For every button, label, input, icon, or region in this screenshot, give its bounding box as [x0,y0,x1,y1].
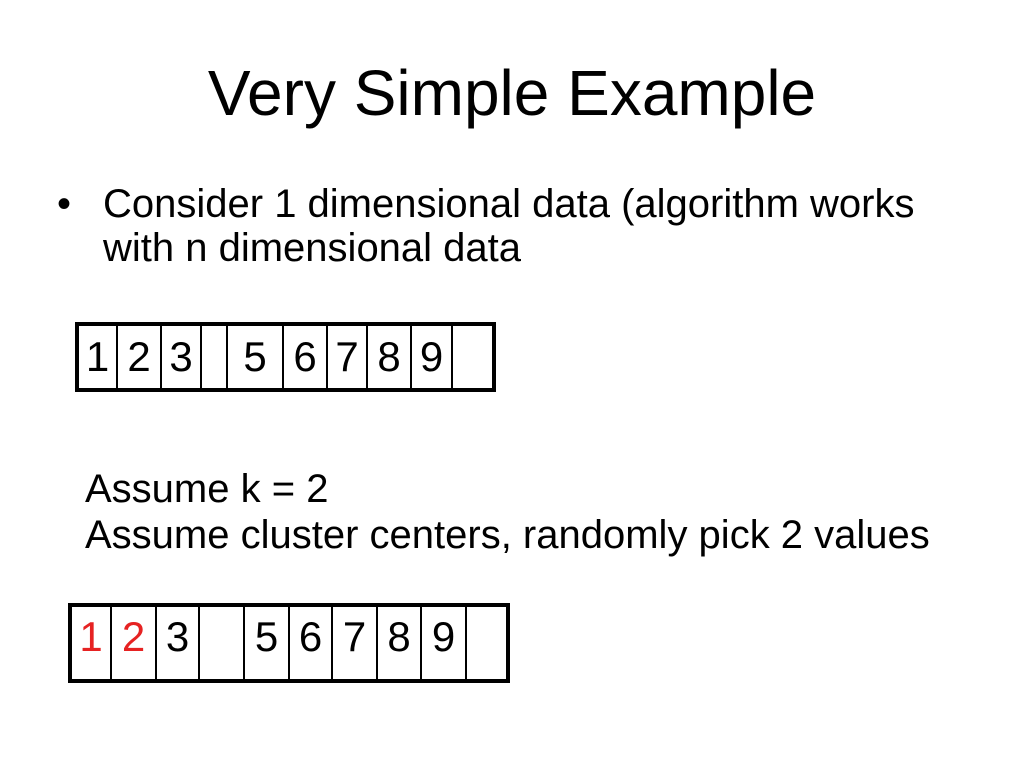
number-cell-empty [467,607,506,679]
bullet-marker: • [57,182,72,226]
bullet-item: • Consider 1 dimensional data (algorithm… [57,182,914,270]
number-cell: 8 [378,607,422,679]
bullet-text: Consider 1 dimensional data (algorithm w… [103,182,914,270]
number-cell-empty [202,326,228,388]
assume-text-line: Assume cluster centers, randomly pick 2 … [85,513,930,557]
slide-title: Very Simple Example [207,57,817,129]
number-cell: 1 [79,326,118,388]
number-cell-empty [453,326,492,388]
number-cell-empty [200,607,245,679]
number-cell-cluster-center: 2 [112,607,157,679]
bullet-text-line: Consider 1 dimensional data (algorithm w… [103,182,915,226]
number-strip-initial: 1 2 3 5 6 7 8 9 [75,322,496,392]
number-cell-cluster-center: 1 [72,607,112,679]
assume-text-line: Assume k = 2 [85,467,329,511]
number-cell: 6 [290,607,333,679]
number-cell: 6 [284,326,328,388]
number-cell: 7 [333,607,378,679]
number-cell: 7 [328,326,368,388]
number-cell: 5 [245,607,290,679]
number-cell: 8 [368,326,412,388]
number-cell: 9 [412,326,453,388]
assume-text: Assume k = 2 Assume cluster centers, ran… [85,466,930,558]
number-cell: 2 [118,326,162,388]
number-cell: 9 [422,607,467,679]
number-cell: 3 [162,326,202,388]
number-cell: 5 [228,326,284,388]
number-strip-with-centers: 1 2 3 5 6 7 8 9 [68,603,510,683]
bullet-text-line: with n dimensional data [103,226,522,270]
number-cell: 3 [157,607,200,679]
